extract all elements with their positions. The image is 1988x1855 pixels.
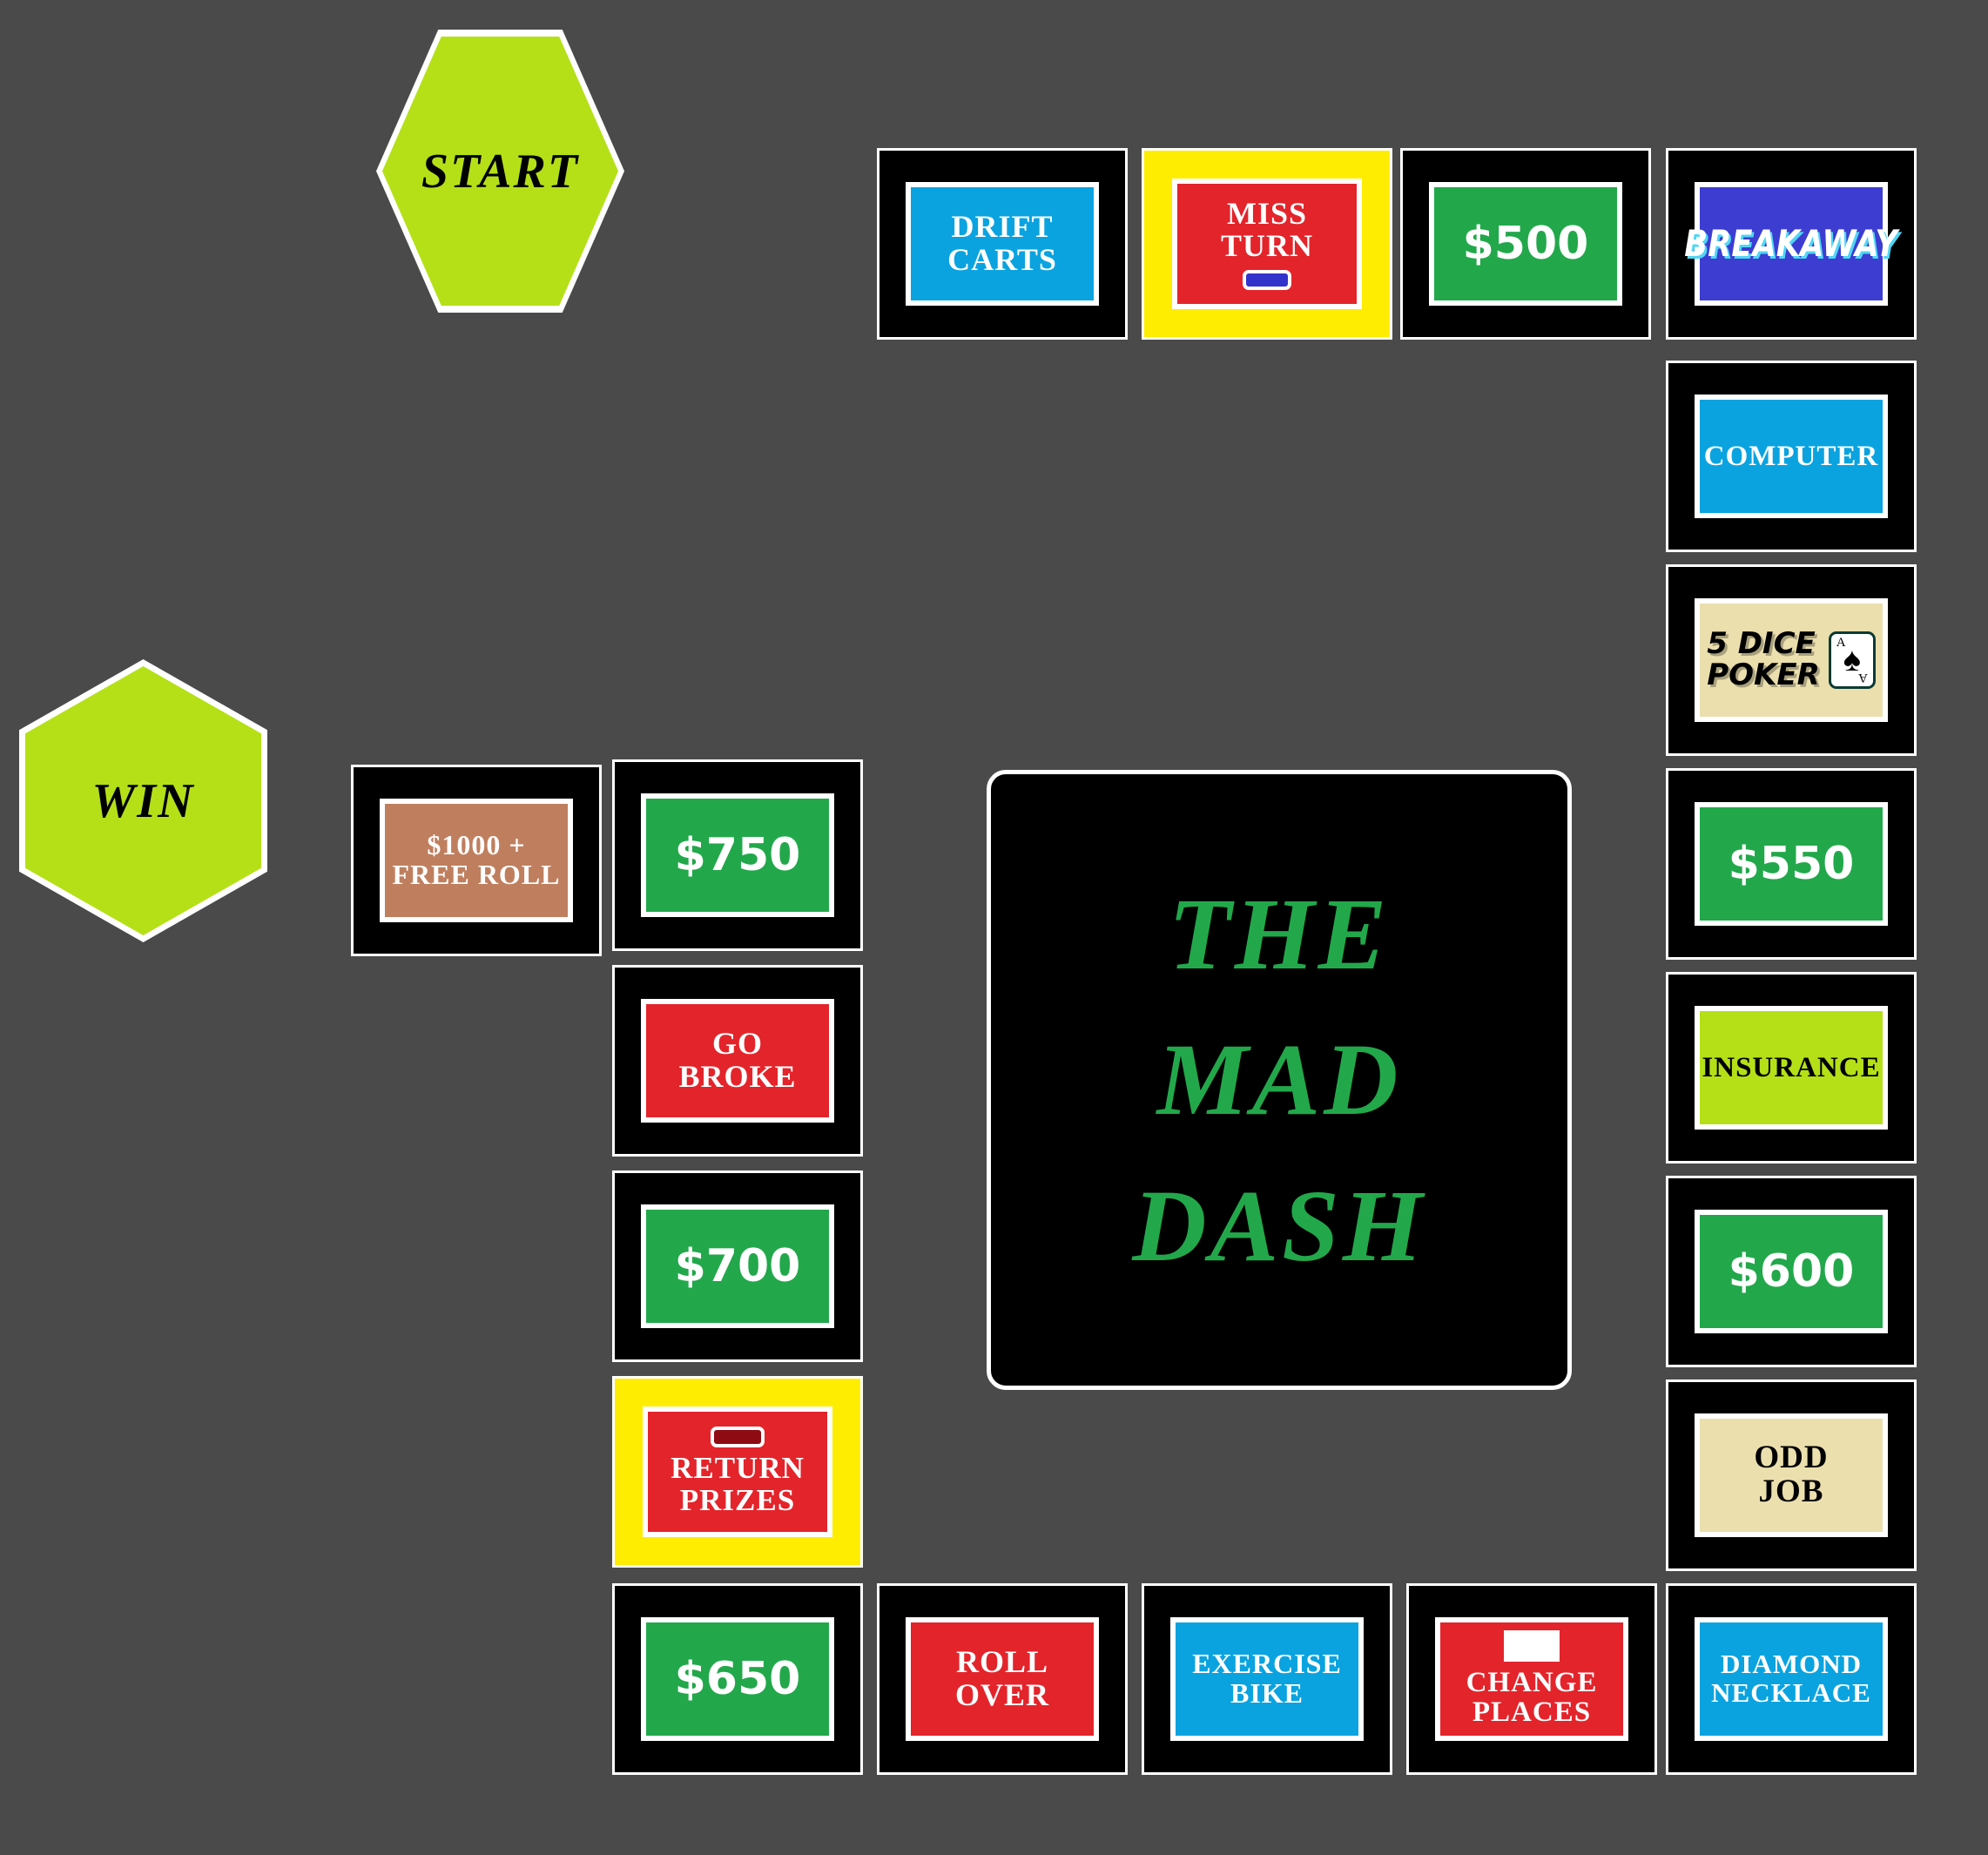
tile-500-label: $500 — [1462, 217, 1589, 270]
win-node[interactable]: WIN — [19, 659, 267, 942]
tile-insurance-label: INSURANCE — [1702, 1051, 1881, 1083]
tile-return-prizes-line2: PRIZES — [679, 1482, 796, 1517]
tile-return-prizes[interactable]: RETURN PRIZES — [612, 1376, 863, 1568]
tile-breakaway-label: BREAKAWAY — [1684, 221, 1898, 265]
tile-500-face: $500 — [1428, 182, 1623, 306]
tile-diamond-necklace-line1: DIAMOND — [1720, 1649, 1862, 1680]
tile-roll-over-line2: OVER — [954, 1676, 1049, 1712]
tile-change-places-line1: CHANGE — [1466, 1666, 1598, 1698]
tile-500[interactable]: $500 — [1400, 148, 1651, 340]
card-rank-bottom-right: A — [1857, 670, 1868, 685]
tile-return-prizes-line1: RETURN — [671, 1451, 805, 1486]
tile-breakaway-face: BREAKAWAY — [1685, 182, 1897, 306]
tile-odd-job-line1: ODD — [1754, 1440, 1829, 1476]
tile-750[interactable]: $750 — [612, 759, 863, 951]
tile-diamond-necklace[interactable]: DIAMOND NECKLACE — [1666, 1583, 1917, 1775]
spade-suit-icon: ♠ — [1843, 641, 1861, 678]
tile-miss-turn[interactable]: MISS TURN — [1142, 148, 1392, 340]
tile-exercise-bike-line1: EXERCISE — [1192, 1648, 1342, 1680]
tile-return-prizes-face: RETURN PRIZES — [643, 1406, 832, 1537]
tile-550-face: $550 — [1694, 802, 1889, 926]
tile-insurance-face: INSURANCE — [1694, 1006, 1889, 1130]
tile-1000-free-roll-line2: FREE ROLL — [392, 858, 561, 890]
tile-diamond-necklace-face: DIAMOND NECKLACE — [1694, 1617, 1889, 1741]
tile-roll-over[interactable]: ROLL OVER — [877, 1583, 1128, 1775]
tile-miss-turn-face: MISS TURN — [1172, 179, 1362, 309]
tile-5-dice-poker[interactable]: 5 DICE POKER A ♠ A — [1666, 564, 1917, 756]
tile-exercise-bike[interactable]: EXERCISE BIKE — [1142, 1583, 1392, 1775]
tile-650-face: $650 — [640, 1617, 835, 1741]
tile-5-dice-poker-text: 5 DICE POKER — [1707, 629, 1820, 691]
tile-roll-over-line1: ROLL — [955, 1644, 1048, 1680]
tile-1000-free-roll[interactable]: $1000 + FREE ROLL — [351, 765, 602, 956]
tile-5-dice-poker-line2: POKER — [1707, 657, 1820, 692]
tile-550-label: $550 — [1728, 837, 1855, 890]
tile-go-broke[interactable]: GO BROKE — [612, 965, 863, 1157]
tile-miss-turn-line1: MISS — [1226, 195, 1308, 231]
tile-go-broke-line1: GO — [711, 1026, 763, 1062]
tile-breakaway[interactable]: BREAKAWAY — [1666, 148, 1917, 340]
tile-550[interactable]: $550 — [1666, 768, 1917, 960]
tile-drift-carts[interactable]: DRIFT CARTS — [877, 148, 1128, 340]
tile-750-face: $750 — [640, 793, 835, 917]
tile-insurance[interactable]: INSURANCE — [1666, 972, 1917, 1164]
center-title-line2: MAD — [1156, 1022, 1402, 1137]
tile-odd-job-line2: JOB — [1758, 1473, 1824, 1509]
center-title-line3: DASH — [1132, 1168, 1426, 1283]
tile-700-label: $700 — [674, 1239, 801, 1292]
ace-of-spades-card-icon: A ♠ A — [1828, 631, 1876, 689]
tile-go-broke-line2: BROKE — [678, 1058, 797, 1094]
tile-5-dice-poker-line1: 5 DICE — [1707, 626, 1816, 662]
tile-computer-label: COMPUTER — [1703, 440, 1879, 472]
tile-drift-carts-line1: DRIFT — [951, 209, 1054, 245]
center-title-panel: THE MAD DASH — [987, 770, 1572, 1390]
tile-drift-carts-line2: CARTS — [947, 241, 1057, 277]
tile-750-label: $750 — [674, 828, 801, 881]
tile-change-places-face: CHANGE PLACES — [1434, 1617, 1629, 1741]
tile-600-label: $600 — [1728, 1245, 1855, 1298]
tile-roll-over-face: ROLL OVER — [905, 1617, 1100, 1741]
tile-computer[interactable]: COMPUTER — [1666, 361, 1917, 552]
win-node-label: WIN — [91, 773, 195, 828]
center-title-line1: THE — [1168, 876, 1391, 991]
tile-odd-job[interactable]: ODD JOB — [1666, 1379, 1917, 1571]
start-node-label: START — [421, 144, 580, 199]
tile-change-places-line2: PLACES — [1472, 1696, 1592, 1729]
start-node[interactable]: START — [376, 30, 624, 313]
change-places-token-chip — [1503, 1629, 1560, 1662]
tile-exercise-bike-face: EXERCISE BIKE — [1169, 1617, 1365, 1741]
tile-700-face: $700 — [640, 1204, 835, 1328]
tile-600[interactable]: $600 — [1666, 1176, 1917, 1367]
tile-650-label: $650 — [674, 1652, 801, 1705]
tile-700[interactable]: $700 — [612, 1170, 863, 1362]
tile-computer-face: COMPUTER — [1694, 395, 1889, 518]
miss-turn-token-chip — [1243, 270, 1291, 291]
tile-1000-free-roll-face: $1000 + FREE ROLL — [379, 799, 574, 922]
tile-5-dice-poker-face: 5 DICE POKER A ♠ A — [1694, 598, 1889, 722]
tile-650[interactable]: $650 — [612, 1583, 863, 1775]
tile-change-places[interactable]: CHANGE PLACES — [1406, 1583, 1657, 1775]
tile-odd-job-face: ODD JOB — [1694, 1413, 1889, 1537]
tile-go-broke-face: GO BROKE — [640, 999, 835, 1123]
tile-miss-turn-line2: TURN — [1220, 228, 1313, 264]
return-prizes-token-chip — [711, 1427, 765, 1448]
tile-exercise-bike-line2: BIKE — [1230, 1676, 1304, 1709]
tile-600-face: $600 — [1694, 1210, 1889, 1333]
card-rank-top-left: A — [1836, 635, 1846, 650]
tile-diamond-necklace-line2: NECKLACE — [1711, 1676, 1871, 1708]
tile-drift-carts-face: DRIFT CARTS — [905, 182, 1100, 306]
tile-1000-free-roll-line1: $1000 + — [427, 829, 526, 861]
